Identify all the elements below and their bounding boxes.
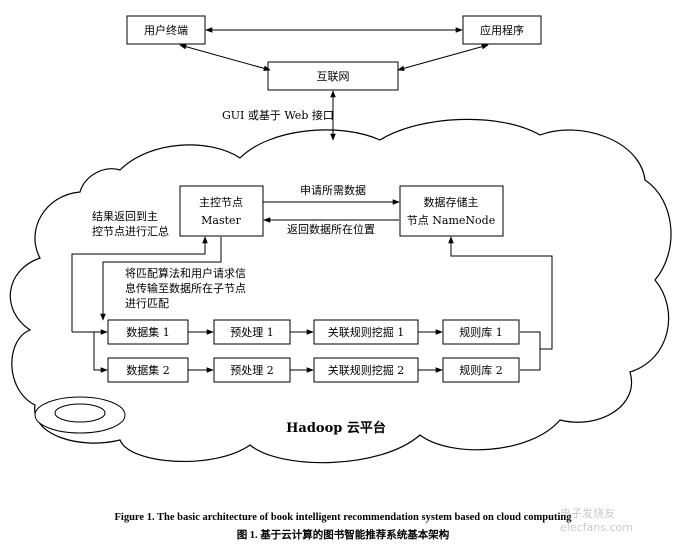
namenode-label-line2: 节点 NameNode <box>407 214 495 227</box>
master-label-line1: 主控节点 <box>199 195 243 209</box>
user-terminal-label: 用户终端 <box>144 23 188 37</box>
result-summary-line1: 结果返回到主 <box>92 210 158 223</box>
request-data-label: 申请所需数据 <box>300 183 366 197</box>
rulebase-2-label: 规则库 2 <box>459 363 503 377</box>
figure-caption-english: Figure 1. The basic architecture of book… <box>114 512 572 523</box>
preprocess-2-node: 预处理 2 <box>213 357 291 383</box>
user-internet-link <box>179 43 271 72</box>
master-node: 主控节点 Master <box>179 185 264 237</box>
mining-2-node: 关联规则挖掘 2 <box>313 357 419 383</box>
platform-label: Hadoop 云平台 <box>286 420 386 436</box>
mining-1-node: 关联规则挖掘 1 <box>313 319 419 345</box>
application-node: 应用程序 <box>462 15 542 45</box>
gui-interface-label: GUI 或基于 Web 接口 <box>222 109 334 122</box>
master-label-line2: Master <box>201 214 241 227</box>
internet-node: 互联网 <box>267 61 399 91</box>
return-location-label: 返回数据所在位置 <box>287 222 375 236</box>
figure-caption-chinese: 图 1. 基于云计算的图书智能推荐系统基本架构 <box>236 530 450 541</box>
left-bus <box>72 331 108 373</box>
dispatch-line2: 息传输至数据所在子节点 <box>125 281 246 295</box>
dataset-2-label: 数据集 2 <box>126 363 170 377</box>
namenode-node: 数据存储主 节点 NameNode <box>399 185 504 237</box>
preprocess-2-label: 预处理 2 <box>230 364 274 377</box>
namenode-label-line1: 数据存储主 <box>424 195 479 209</box>
mining-1-label: 关联规则挖掘 1 <box>328 325 405 339</box>
application-label: 应用程序 <box>480 23 524 37</box>
rulebase-1-node: 规则库 1 <box>442 319 520 345</box>
app-internet-link <box>397 43 489 72</box>
right-bus-row1 <box>520 331 541 349</box>
preprocess-1-node: 预处理 1 <box>213 319 291 345</box>
preprocess-1-label: 预处理 1 <box>230 326 274 339</box>
watermark: 电子发烧友 elecfans.com <box>560 507 633 534</box>
rulebase-1-label: 规则库 1 <box>459 325 503 339</box>
dataset-2-node: 数据集 2 <box>107 357 189 383</box>
dataset-1-label: 数据集 1 <box>126 325 170 339</box>
rulebase-2-node: 规则库 2 <box>442 357 520 383</box>
mining-2-label: 关联规则挖掘 2 <box>328 363 405 377</box>
internet-label: 互联网 <box>317 70 350 83</box>
result-return-path <box>71 236 208 332</box>
dispatch-path <box>100 237 222 321</box>
result-summary-line2: 控节点进行汇总 <box>92 224 169 238</box>
cloud-shape <box>9 118 672 464</box>
dataset-1-node: 数据集 1 <box>107 319 189 345</box>
dispatch-line3: 进行匹配 <box>125 297 169 310</box>
dispatch-line1: 将匹配算法和用户请求信 <box>125 266 246 280</box>
user-terminal-node: 用户终端 <box>126 15 206 45</box>
right-bus-row2 <box>448 236 553 371</box>
